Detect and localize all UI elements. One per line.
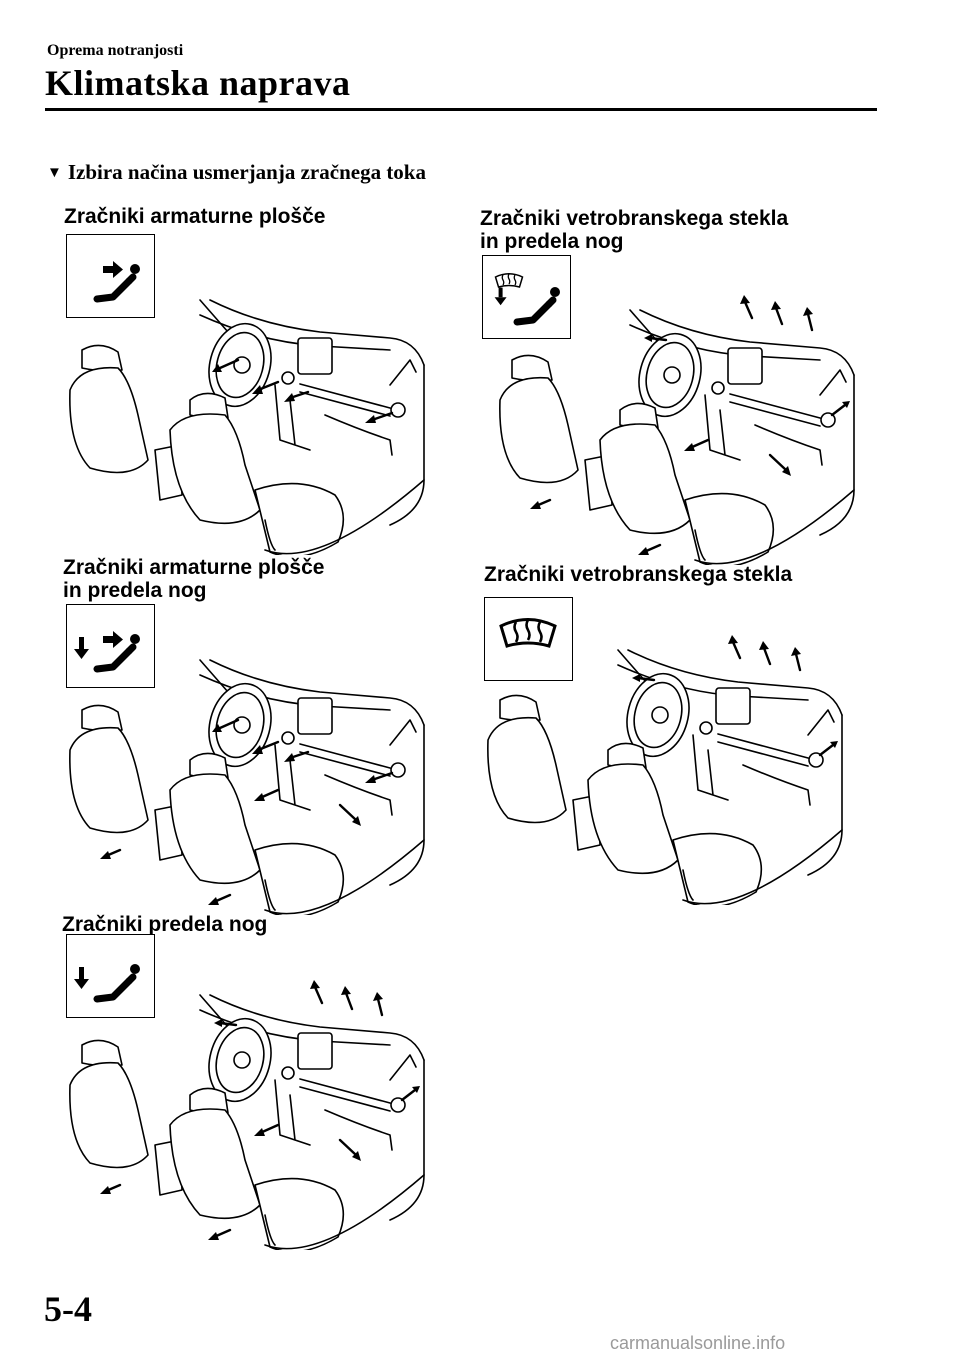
subsection-heading: ▼ Izbira načina usmerjanja zračnega toka <box>47 160 426 185</box>
mode-label-defrost: Zračniki vetrobranskega stekla <box>484 563 793 586</box>
illustration-floor <box>60 975 440 1250</box>
illustration-face <box>60 280 440 555</box>
defrost-icon <box>484 597 573 681</box>
mode-label-face-floor: Zračniki armaturne plošče in predela nog <box>63 556 325 602</box>
watermark: carmanualsonline.info <box>610 1333 786 1353</box>
page-number: 5-4 <box>44 1289 92 1329</box>
face-floor-vent-icon <box>66 604 155 688</box>
illustration-defrost-floor <box>490 290 870 565</box>
mode-label-floor: Zračniki predela nog <box>62 913 268 936</box>
face-vent-icon <box>66 234 155 318</box>
illustration-defrost <box>478 630 858 905</box>
heading-text: Izbira načina usmerjanja zračnega toka <box>67 160 426 184</box>
heading-marker-icon: ▼ <box>47 165 62 181</box>
illustration-face-floor <box>60 640 440 915</box>
page-title: Klimatska naprava <box>45 63 351 103</box>
defrost-floor-icon <box>482 255 571 339</box>
mode-label-face: Zračniki armaturne plošče <box>64 205 326 228</box>
floor-vent-icon <box>66 934 155 1018</box>
section-label: Oprema notranjosti <box>47 42 184 59</box>
title-divider <box>45 108 877 111</box>
mode-label-defrost-floor: Zračniki vetrobranskega stekla in predel… <box>480 207 789 253</box>
